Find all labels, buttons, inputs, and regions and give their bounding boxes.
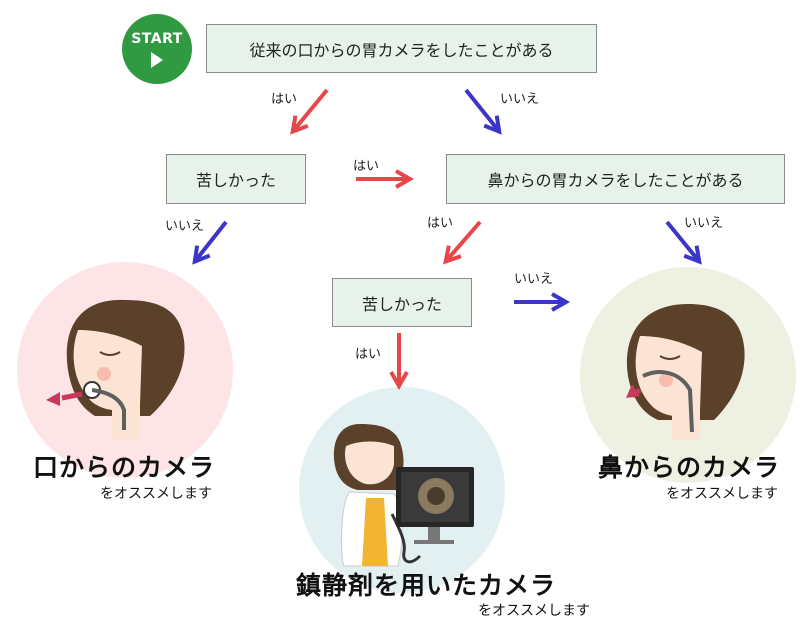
start-button[interactable]: START <box>122 14 192 84</box>
label-q3-no: いいえ <box>684 216 724 231</box>
arrow-q1-yes <box>290 88 329 135</box>
arrow-q2-no <box>192 220 228 265</box>
result-nasal-subtitle: をオススメします <box>666 486 778 502</box>
arrow-q1-no <box>464 88 502 135</box>
question-nasal-experience[interactable]: 鼻からの胃カメラをしたことがある <box>446 154 785 204</box>
result-oral-title: 口からのカメラ <box>33 453 216 482</box>
label-q2-yes: はい <box>353 159 380 174</box>
question-painful-oral[interactable]: 苦しかった <box>166 154 306 204</box>
label-q3-yes: はい <box>427 216 454 231</box>
question-painful-nasal[interactable]: 苦しかった <box>332 278 472 327</box>
label-q2-no: いいえ <box>165 219 205 234</box>
label-q1-no: いいえ <box>500 92 540 107</box>
question-oral-experience[interactable]: 従来の口からの胃カメラをしたことがある <box>206 24 597 73</box>
doctor-illustration <box>333 424 422 567</box>
play-icon <box>151 51 163 68</box>
arrow-q3-no <box>665 220 702 265</box>
label-q4-no: いいえ <box>514 272 554 287</box>
label-q1-yes: はい <box>271 92 298 107</box>
nasal-patient-illustration <box>626 304 745 440</box>
oral-patient-illustration <box>46 299 185 440</box>
result-oral-subtitle: をオススメします <box>100 486 212 502</box>
monitor-illustration <box>396 467 474 544</box>
result-nasal-title: 鼻からのカメラ <box>598 453 781 482</box>
start-label: START <box>131 30 183 47</box>
result-sedation-title: 鎮静剤を用いたカメラ <box>296 571 557 600</box>
arrow-q3-yes <box>443 220 482 265</box>
result-sedation-subtitle: をオススメします <box>478 603 590 619</box>
label-q4-yes: はい <box>355 347 382 362</box>
